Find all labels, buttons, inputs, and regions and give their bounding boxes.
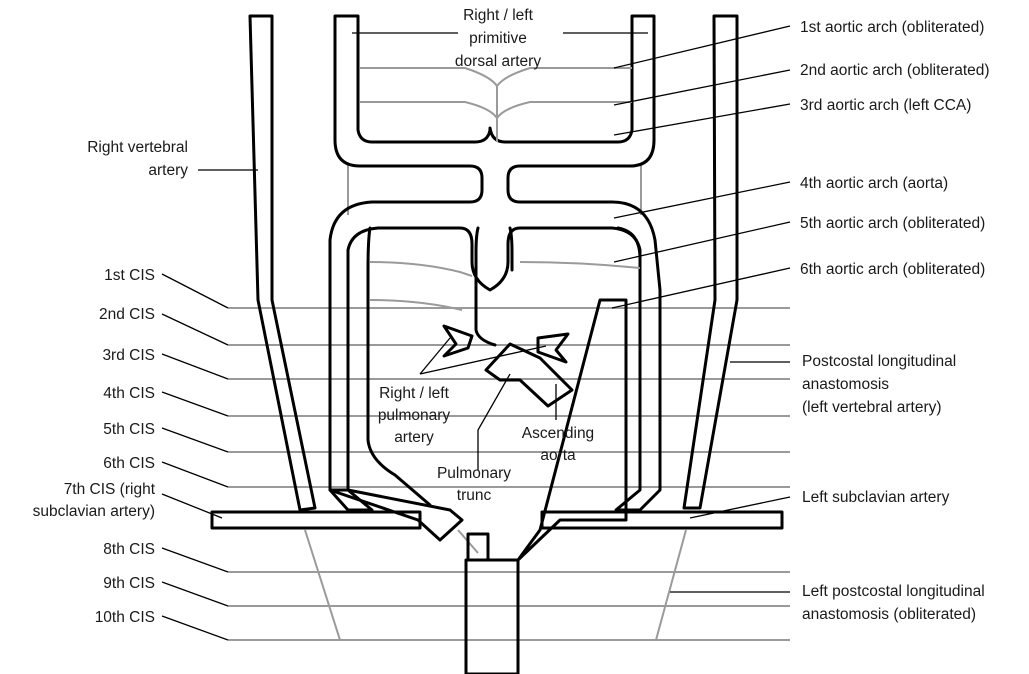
right-vertebral-artery bbox=[250, 16, 315, 510]
label-dorsal-artery-3: dorsal artery bbox=[455, 53, 541, 70]
label-arch4: 4th aortic arch (aorta) bbox=[800, 175, 948, 192]
leader-cis1 bbox=[162, 274, 228, 308]
labels: Right / left primitive dorsal artery Rig… bbox=[33, 7, 990, 626]
leader-left-subclavian bbox=[690, 497, 790, 518]
label-arch5: 5th aortic arch (obliterated) bbox=[800, 215, 985, 232]
label-dorsal-artery-1: Right / left bbox=[463, 7, 533, 24]
leader-pulmonary-arteries bbox=[420, 338, 546, 374]
label-arch2: 2nd aortic arch (obliterated) bbox=[800, 62, 990, 79]
leader-arch2 bbox=[614, 70, 790, 105]
label-pulmonary-trunk-2: trunc bbox=[457, 487, 492, 504]
label-cis-5: 5th CIS bbox=[103, 421, 155, 438]
leader-cis6 bbox=[162, 462, 228, 487]
label-ascending-aorta-1: Ascending bbox=[522, 425, 594, 442]
label-cis-6: 6th CIS bbox=[103, 455, 155, 472]
label-cis-8: 8th CIS bbox=[103, 541, 155, 558]
label-cis-10: 10th CIS bbox=[95, 609, 155, 626]
label-cis-3: 3rd CIS bbox=[102, 347, 155, 364]
right-4th-arch-inner bbox=[368, 228, 430, 505]
label-right-vertebral-2: artery bbox=[148, 162, 188, 179]
label-postcostal-3: (left vertebral artery) bbox=[802, 399, 942, 416]
leader-cis7 bbox=[162, 494, 222, 518]
label-left-postcostal-1: Left postcostal longitudinal bbox=[802, 583, 985, 600]
label-pulmonary-arteries-2: pulmonary bbox=[378, 407, 451, 424]
label-postcostal-2: anastomosis bbox=[802, 376, 889, 393]
label-pulmonary-arteries-1: Right / left bbox=[379, 385, 449, 402]
arch-grey-lines bbox=[360, 68, 640, 310]
label-right-vertebral-1: Right vertebral bbox=[87, 139, 188, 156]
label-arch6: 6th aortic arch (obliterated) bbox=[800, 261, 985, 278]
pulmonary-arteries bbox=[444, 326, 572, 406]
leader-arch3 bbox=[614, 104, 790, 135]
outflow-loop bbox=[330, 490, 462, 540]
leader-cis5 bbox=[162, 428, 228, 452]
label-cis-9: 9th CIS bbox=[103, 575, 155, 592]
label-cis-7b: subclavian artery) bbox=[33, 503, 155, 520]
arch1-grey bbox=[360, 68, 632, 86]
label-postcostal-1: Postcostal longitudinal bbox=[802, 353, 956, 370]
leader-cis10 bbox=[162, 616, 228, 640]
label-cis-4: 4th CIS bbox=[103, 385, 155, 402]
descending-aorta bbox=[468, 534, 488, 560]
label-pulmonary-arteries-3: artery bbox=[394, 429, 434, 446]
label-cis-2: 2nd CIS bbox=[99, 306, 155, 323]
label-cis-1: 1st CIS bbox=[104, 267, 155, 284]
leader-cis2 bbox=[162, 314, 228, 345]
arch-contours bbox=[368, 228, 640, 505]
leader-cis9 bbox=[162, 582, 228, 606]
right-postcostal-grey bbox=[305, 530, 340, 640]
label-left-postcostal-2: anastomosis (obliterated) bbox=[802, 606, 976, 623]
left-5th-grey bbox=[520, 262, 640, 268]
leader-cis3 bbox=[162, 354, 228, 379]
leader-cis4 bbox=[162, 392, 228, 416]
right-5th-grey bbox=[370, 262, 472, 276]
right-subclavian-bar bbox=[212, 512, 420, 528]
left-postcostal-grey bbox=[656, 530, 686, 640]
label-cis-7a: 7th CIS (right bbox=[64, 481, 156, 498]
label-arch1: 1st aortic arch (obliterated) bbox=[800, 19, 984, 36]
trunk-right-wall bbox=[510, 228, 512, 270]
leader-arch1 bbox=[614, 26, 790, 68]
label-pulmonary-trunk-1: Pulmonary bbox=[437, 465, 511, 482]
leader-arch5 bbox=[614, 222, 790, 262]
label-dorsal-artery-2: primitive bbox=[469, 30, 527, 47]
left-pulmonary-artery bbox=[538, 334, 568, 362]
label-ascending-aorta-2: aorta bbox=[540, 447, 576, 464]
leader-cis8 bbox=[162, 548, 228, 572]
leader-pulmonary-trunk bbox=[478, 374, 510, 470]
label-left-subclavian: Left subclavian artery bbox=[802, 489, 950, 506]
label-arch3: 3rd aortic arch (left CCA) bbox=[800, 97, 971, 114]
